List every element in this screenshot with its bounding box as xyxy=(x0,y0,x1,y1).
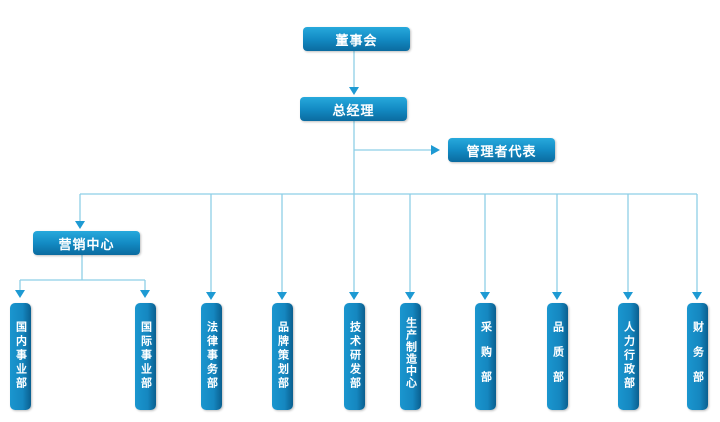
arrow-head xyxy=(277,292,287,300)
node-marketing-center: 营销中心 xyxy=(33,231,140,255)
node-label: 国内事业部 xyxy=(14,321,28,391)
arrow-head xyxy=(140,290,150,298)
node-label: 董事会 xyxy=(335,33,378,49)
arrow-head xyxy=(623,292,633,300)
dept-rnd: 技术研发部 xyxy=(344,303,365,410)
arrowheads xyxy=(15,87,702,300)
node-label: 品牌策划部 xyxy=(276,321,290,391)
arrow-head xyxy=(552,292,562,300)
dept-domestic-business: 国内事业部 xyxy=(10,303,31,410)
arrow-head xyxy=(75,221,85,229)
dept-purchasing: 采购部 xyxy=(475,303,496,410)
node-label: 采购部 xyxy=(479,321,493,396)
node-label: 品质部 xyxy=(551,321,565,396)
dept-legal: 法律事务部 xyxy=(201,303,222,410)
arrow-head xyxy=(480,292,490,300)
dept-brand-planning: 品牌策划部 xyxy=(272,303,293,410)
node-board: 董事会 xyxy=(303,27,410,51)
node-label: 生产制造中心 xyxy=(404,317,418,389)
dept-production: 生产制造中心 xyxy=(400,303,421,410)
node-label: 财务部 xyxy=(691,321,705,396)
arrow-head xyxy=(349,292,359,300)
node-label: 人力行政部 xyxy=(622,321,636,391)
node-label: 管理者代表 xyxy=(466,144,537,160)
arrow-head xyxy=(15,290,25,298)
node-general-manager: 总经理 xyxy=(300,97,407,121)
dept-hr-admin: 人力行政部 xyxy=(618,303,639,410)
node-label: 技术研发部 xyxy=(348,321,362,391)
node-label: 国际事业部 xyxy=(139,321,153,391)
node-label: 营销中心 xyxy=(58,237,115,253)
arrow-head xyxy=(206,292,216,300)
dept-quality: 品质部 xyxy=(547,303,568,410)
node-label: 法律事务部 xyxy=(205,321,219,391)
arrow-head xyxy=(692,292,702,300)
node-management-representative: 管理者代表 xyxy=(448,138,555,162)
arrow-head xyxy=(405,292,415,300)
arrow-head xyxy=(349,87,359,95)
dept-international-business: 国际事业部 xyxy=(135,303,156,410)
node-label: 总经理 xyxy=(332,103,375,119)
dept-finance: 财务部 xyxy=(687,303,708,410)
arrow-head xyxy=(431,145,440,155)
